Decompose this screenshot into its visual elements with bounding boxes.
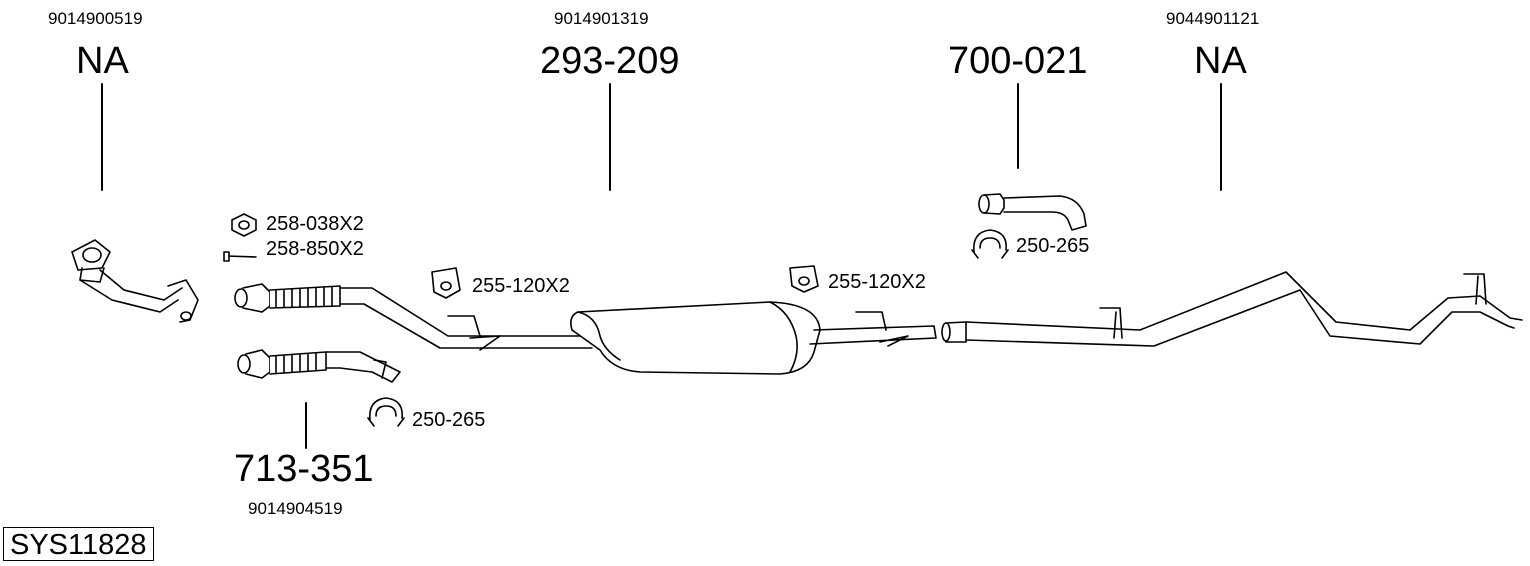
system-id-label: SYS11828 (3, 527, 154, 561)
oem-number-down-pipe: 9014904519 (248, 499, 343, 518)
accessory-label-bolt[interactable]: 258-850X2 (266, 238, 364, 260)
rubber-mount-icon (431, 267, 461, 299)
accessory-label-clamp-front[interactable]: 250-265 (412, 409, 486, 431)
accessory-label-clamp-rear[interactable]: 250-265 (1016, 235, 1090, 257)
part-number-tail-pipe[interactable]: 700-021 (948, 40, 1088, 82)
part-number-rear-pipe[interactable]: NA (1194, 40, 1247, 82)
leader-lines (101, 83, 1222, 449)
part-number-centre-muffler[interactable]: 293-209 (540, 40, 680, 82)
rear-pipe (941, 271, 1523, 347)
accessory-label-mount-rear[interactable]: 255-120X2 (828, 271, 926, 293)
accessory-label-nut[interactable]: 258-038X2 (266, 213, 364, 235)
nut-icon (231, 213, 257, 237)
clamp-icon (971, 229, 1009, 259)
oem-number-centre-muffler: 9014901319 (554, 9, 649, 28)
accessory-label-mount-front[interactable]: 255-120X2 (472, 275, 570, 297)
rubber-mount-icon (789, 265, 819, 293)
front-pipe (71, 239, 199, 323)
down-pipe (237, 349, 401, 383)
part-number-front-pipe[interactable]: NA (76, 40, 129, 82)
part-number-down-pipe[interactable]: 713-351 (234, 448, 374, 490)
bolt-icon (223, 251, 257, 262)
clamp-icon (367, 397, 405, 427)
oem-number-front-pipe: 9014900519 (48, 9, 143, 28)
centre-muffler (570, 301, 937, 375)
intermediate-pipe (234, 283, 593, 351)
oem-number-rear-pipe: 9044901121 (1166, 9, 1260, 28)
tail-pipe (978, 193, 1087, 231)
